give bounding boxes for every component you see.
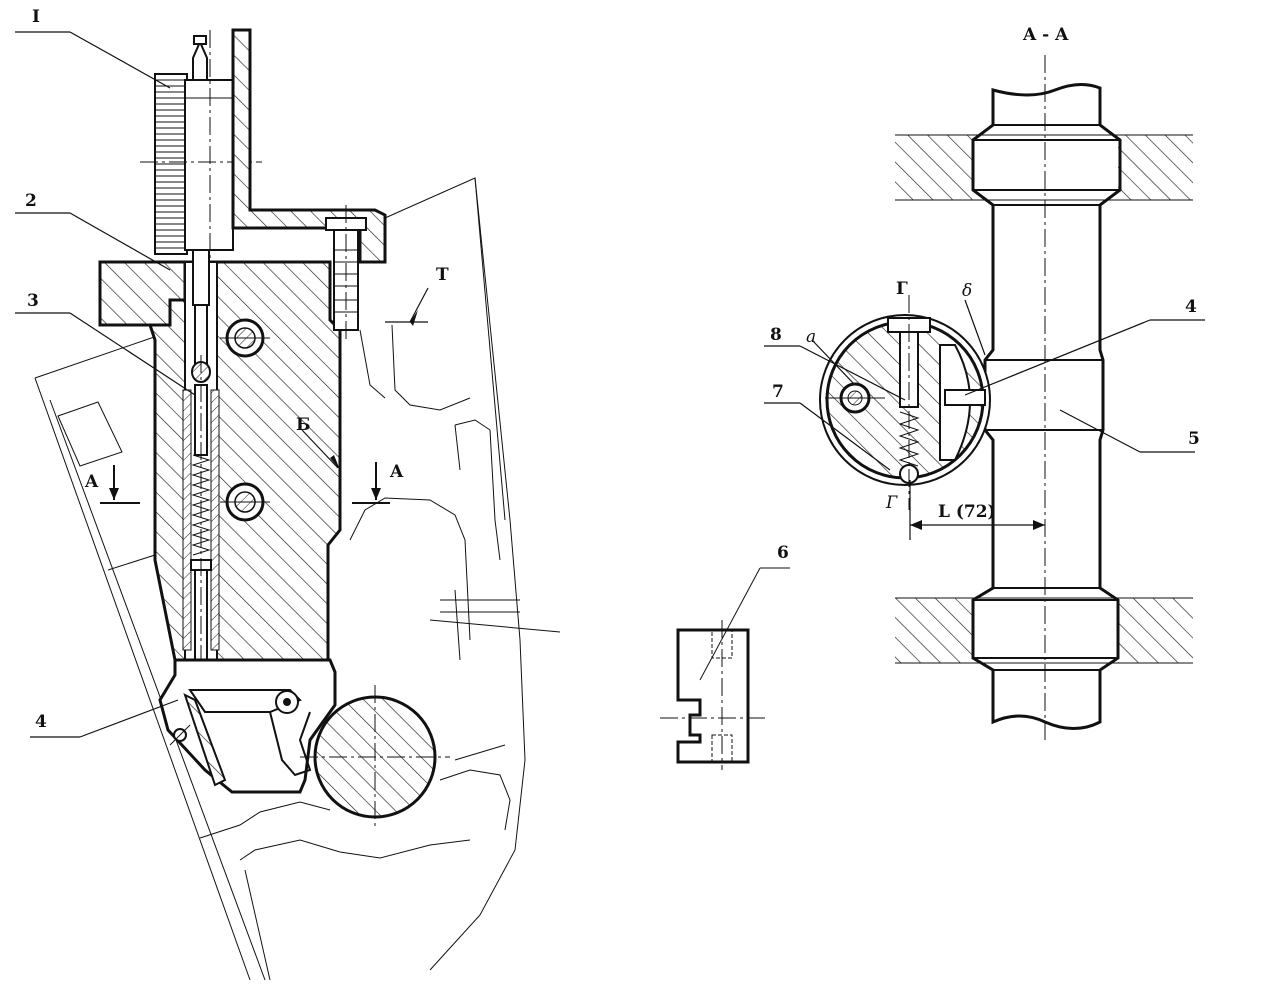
section-shaft [971,55,1122,740]
label-point-delta: δ [962,281,972,301]
lever-assembly [158,658,337,794]
section-mark-a-right: A [352,462,404,504]
label-part8: 8 [770,325,782,345]
leaders-right [764,299,1205,540]
label-section-a-right: A [389,462,404,482]
label-section-a-left: A [84,472,99,492]
label-part6: 6 [777,543,789,563]
label-part2: 2 [25,191,37,211]
section-title: A - A [1022,25,1069,45]
screw-upper [220,318,270,358]
dial-indicator [140,30,262,330]
label-part5: 5 [1188,429,1200,449]
label-surface-t: Т [436,265,449,285]
label-gamma-bottom: Г [885,493,898,513]
gauge-head [819,295,991,510]
screw-lower [220,482,270,522]
label-part7: 7 [772,382,784,402]
label-part4-right: 4 [1185,297,1197,317]
main-assembly-view: A A I 2 3 4 Б Т [15,7,561,981]
workpiece-shaft [300,685,450,830]
section-mark-a-left: A [84,465,140,504]
label-part4-left: 4 [35,712,47,732]
label-surface-b: Б [296,415,311,435]
label-part1: I [32,7,40,27]
plunger-rod [190,249,212,690]
section-a-a-view: A - A [764,25,1205,740]
label-part3: 3 [27,291,39,311]
label-gamma-top: Г [896,279,908,299]
leaders-left [15,31,429,738]
bolt-top [325,205,367,340]
label-point-a: a [806,327,816,347]
housing-outline [34,177,561,981]
label-dimension-l: L (72) [938,502,996,522]
detail-part6: 6 [660,543,790,770]
bracket-plate [231,28,387,264]
